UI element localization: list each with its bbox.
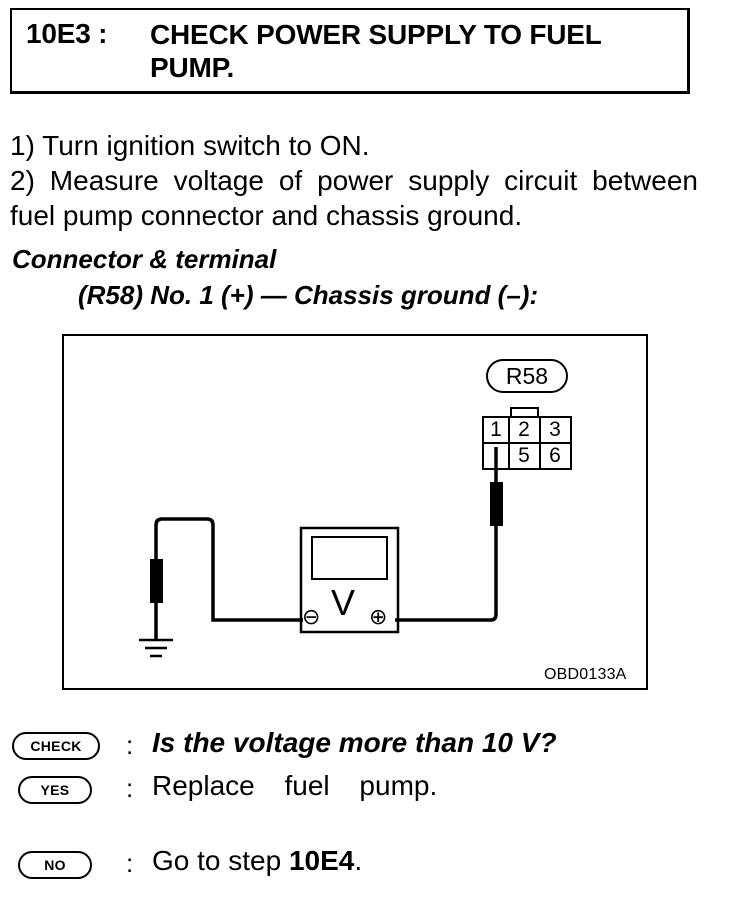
pin-5: 5	[518, 444, 530, 467]
connector-measurement: (R58) No. 1 (+) — Chassis ground (–):	[78, 280, 539, 310]
pin-1: 1	[490, 418, 502, 441]
no-action-step: 10E4	[288, 845, 355, 876]
pin-6: 6	[549, 444, 561, 467]
pin-2: 2	[518, 418, 530, 441]
voltmeter-symbol: V	[331, 582, 356, 623]
no-action-prefix: Go to step	[152, 845, 289, 876]
no-action-suffix: .	[354, 845, 363, 876]
no-badge: NO	[18, 851, 92, 879]
connector-r58	[482, 407, 572, 470]
positive-terminal-icon: ⊕	[369, 604, 388, 629]
no-action: Go to step 10E4.	[152, 845, 362, 877]
step-title-box: 10E3 : CHECK POWER SUPPLY TO FUEL PUMP.	[10, 8, 690, 94]
voltmeter-display	[311, 536, 388, 580]
instructions: 1) Turn ignition switch to ON. 2) Measur…	[10, 128, 698, 233]
check-question: Is the voltage more than 10 V?	[152, 727, 557, 758]
yes-separator: :	[126, 773, 134, 803]
instruction-step-1: 1) Turn ignition switch to ON.	[10, 130, 370, 161]
ground-icon	[139, 638, 173, 658]
figure-code: OBD0133A	[544, 666, 627, 683]
yes-action: Replace fuel pump.	[152, 770, 438, 801]
positive-probe	[490, 482, 503, 526]
pin-3: 3	[549, 418, 561, 441]
connector-heading: Connector & terminal	[12, 244, 277, 274]
negative-terminal-icon: ⊖	[302, 604, 321, 629]
yes-badge: YES	[18, 776, 92, 804]
instruction-step-2: 2) Measure voltage of power supply circu…	[10, 165, 698, 231]
no-separator: :	[126, 848, 134, 878]
wiring-figure	[62, 334, 648, 690]
step-title: CHECK POWER SUPPLY TO FUEL PUMP.	[150, 19, 602, 83]
connector-label: R58	[486, 359, 568, 393]
negative-lead-wire	[154, 517, 303, 640]
check-separator: :	[126, 730, 134, 760]
step-number: 10E3 :	[26, 18, 108, 49]
negative-probe	[150, 559, 163, 603]
positive-lead-wire	[395, 447, 498, 622]
check-badge: CHECK	[12, 732, 100, 760]
